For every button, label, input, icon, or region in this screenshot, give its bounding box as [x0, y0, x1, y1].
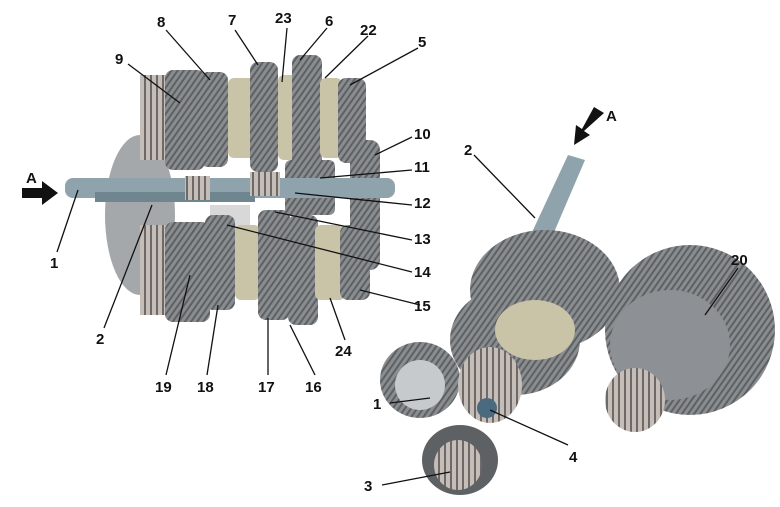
arrow-a-right-icon — [574, 107, 604, 145]
gear-19 — [165, 222, 210, 322]
label-13: 13 — [414, 231, 431, 248]
left-gear-assembly — [22, 55, 395, 325]
right-gear-assembly — [380, 107, 775, 495]
label-4: 4 — [569, 449, 578, 466]
gear-17 — [258, 210, 290, 320]
gear-9 — [165, 70, 205, 170]
label-11: 11 — [414, 159, 430, 176]
bearing-3 — [434, 440, 482, 490]
synchro-right — [495, 300, 575, 360]
synchro-lower — [235, 225, 260, 300]
label-22: 22 — [360, 22, 377, 39]
label-8: 8 — [157, 14, 165, 31]
label-20: 20 — [731, 252, 748, 269]
label-2-left: 2 — [96, 331, 104, 348]
gear-18 — [205, 215, 235, 310]
needle-bearing-2 — [250, 172, 280, 196]
synchro-22 — [320, 78, 342, 158]
label-2-right: 2 — [464, 142, 472, 159]
gear-7 — [250, 62, 278, 172]
label-12: 12 — [414, 195, 431, 212]
gear-16 — [288, 215, 318, 325]
synchro-24 — [315, 225, 345, 300]
bearing-4 — [458, 347, 522, 423]
label-23: 23 — [275, 10, 292, 27]
needle-bearing-1 — [185, 176, 210, 200]
label-24: 24 — [335, 343, 352, 360]
gear-8 — [200, 72, 228, 167]
shaft-end-4 — [477, 398, 497, 418]
leader-lines — [56, 27, 739, 486]
label-1-right: 1 — [373, 396, 381, 413]
hollow-shaft — [95, 192, 255, 202]
label-15: 15 — [414, 298, 431, 315]
label-16: 16 — [305, 379, 322, 396]
label-9: 9 — [115, 51, 123, 68]
label-6: 6 — [325, 13, 333, 30]
label-3: 3 — [364, 478, 372, 495]
label-1-left: 1 — [50, 255, 58, 272]
hub — [395, 360, 445, 410]
gear-15 — [340, 225, 370, 300]
label-a-right: A — [606, 108, 617, 125]
label-14: 14 — [414, 264, 431, 281]
label-10: 10 — [414, 126, 431, 143]
differential-bearing — [605, 368, 665, 432]
gear-6 — [292, 55, 322, 170]
label-5: 5 — [418, 34, 426, 51]
arrow-a-left-icon — [22, 181, 58, 205]
label-a-left: A — [26, 170, 37, 187]
label-17: 17 — [258, 379, 275, 396]
label-7: 7 — [228, 12, 236, 29]
callout-labels: 8 7 23 6 22 5 9 10 11 12 13 14 15 A 1 2 … — [26, 10, 748, 495]
label-18: 18 — [197, 379, 214, 396]
label-19: 19 — [155, 379, 172, 396]
